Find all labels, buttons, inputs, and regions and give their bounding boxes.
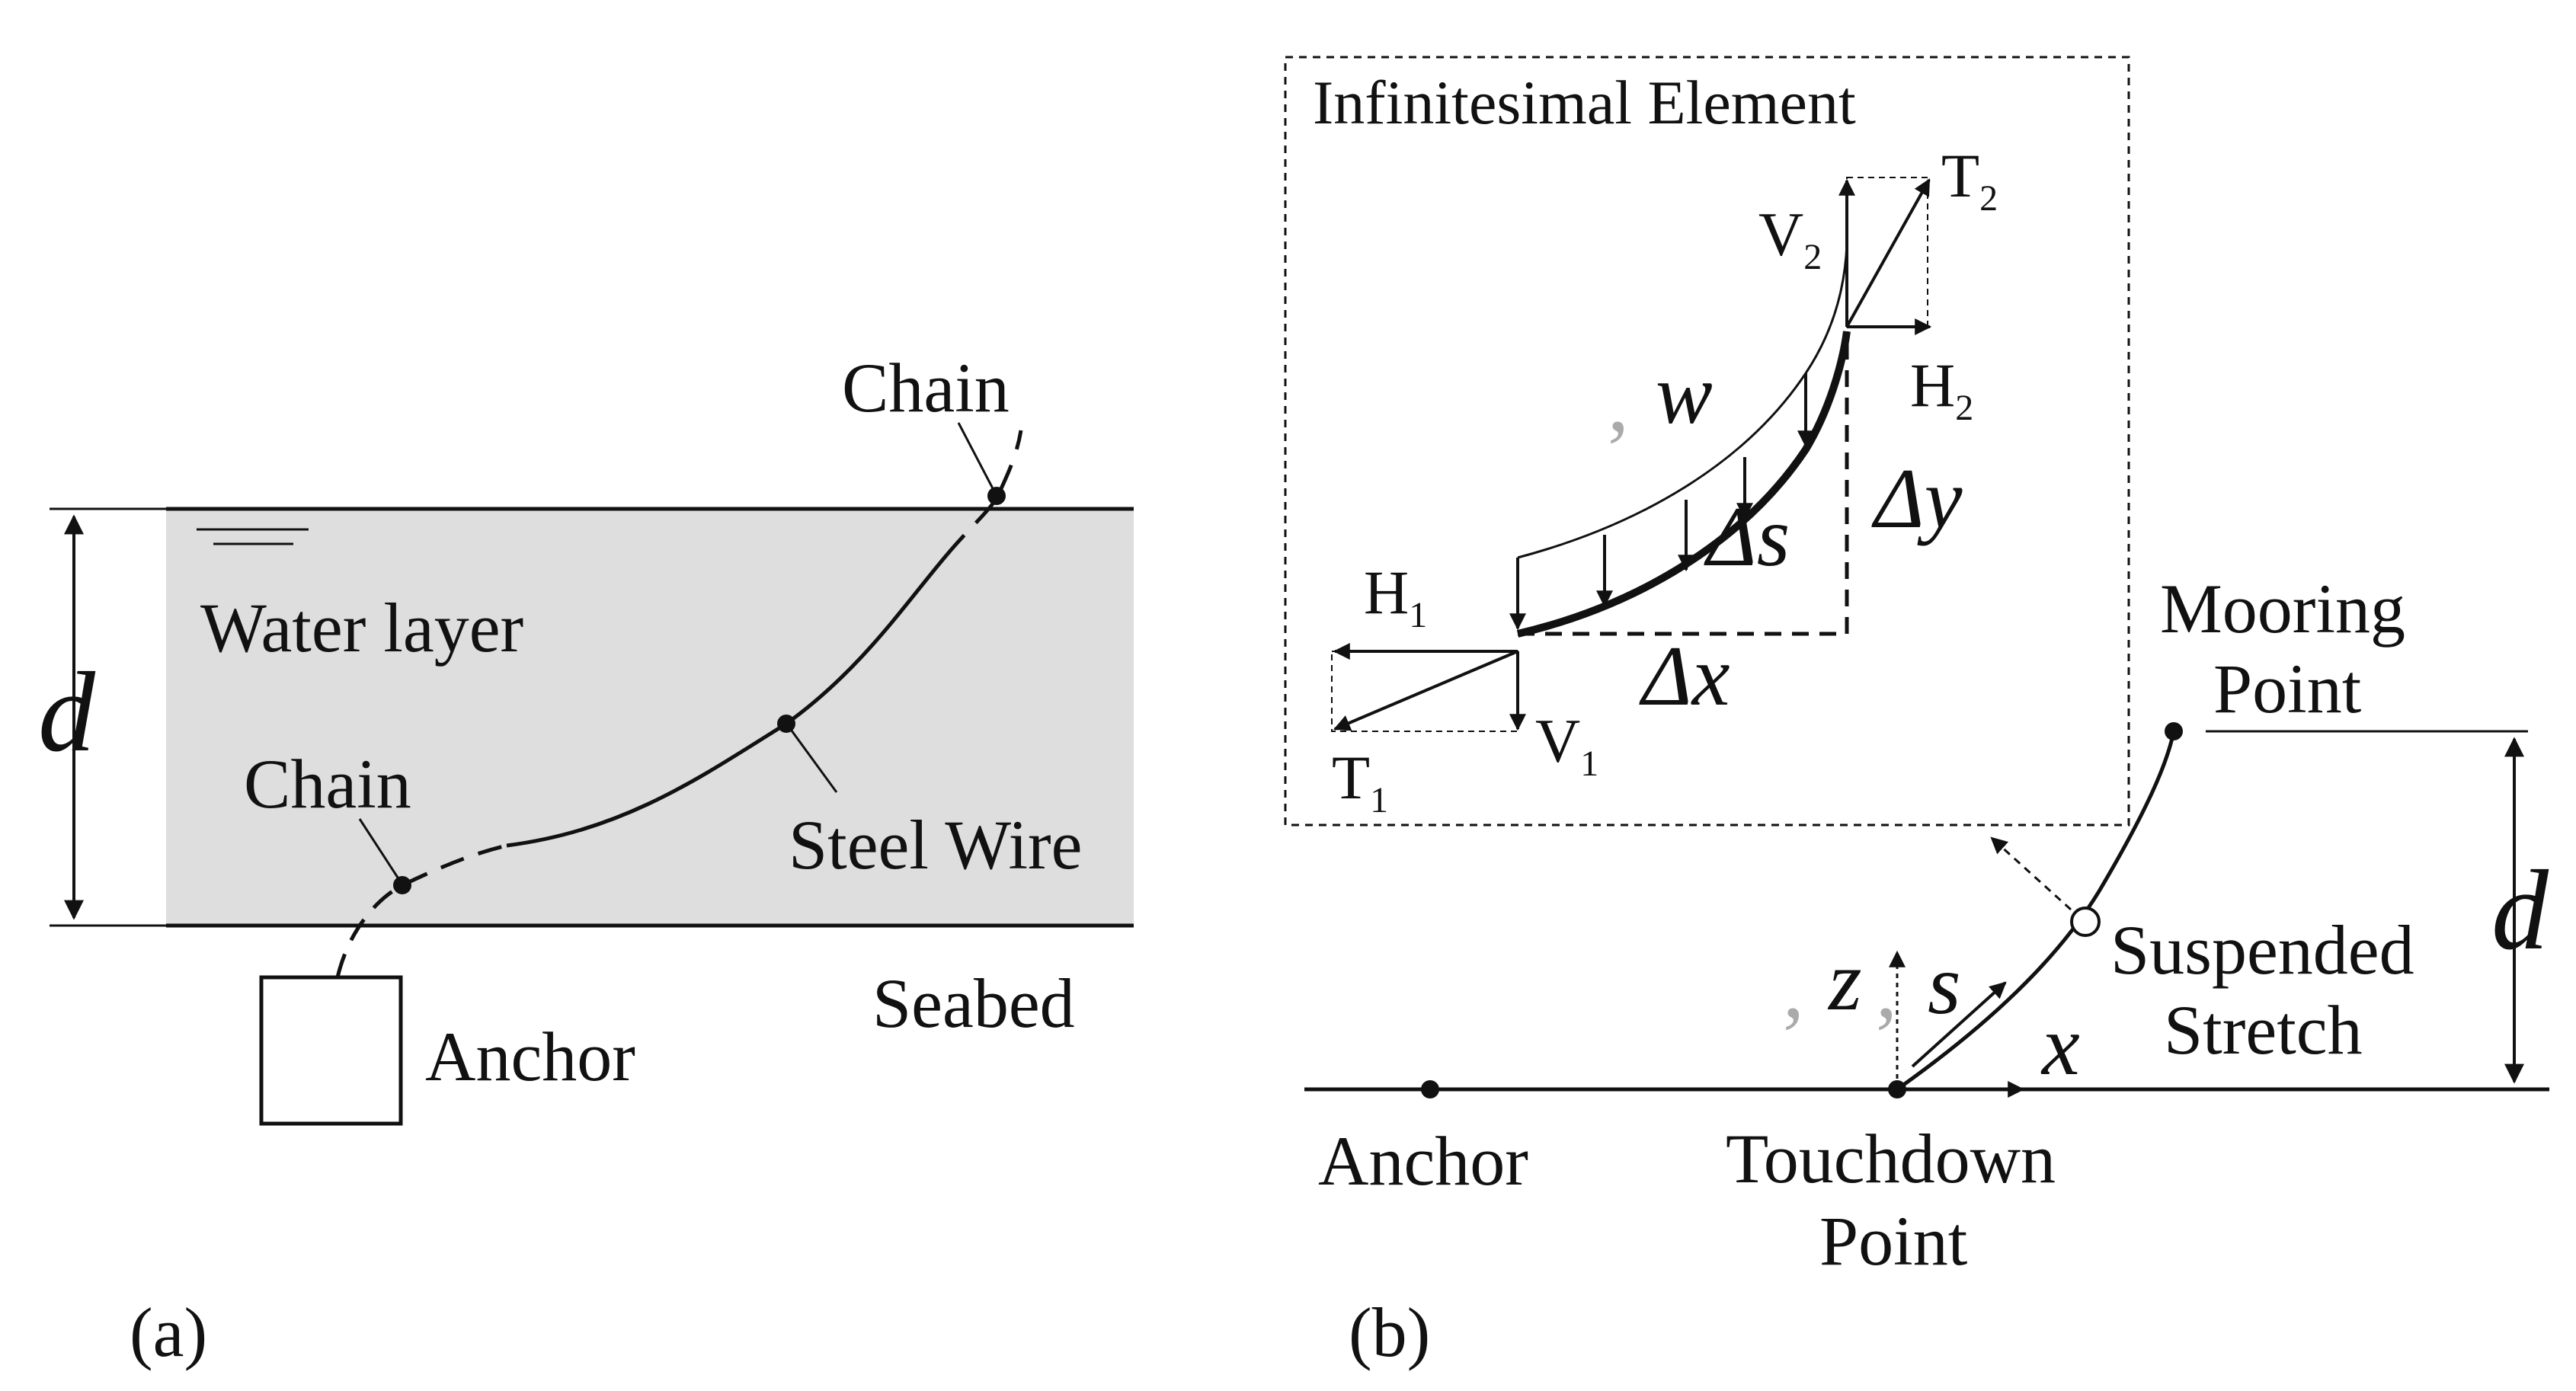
- suspended-label-line2: Stretch: [2164, 991, 2363, 1069]
- mooring-label-line2: Point: [2213, 650, 2362, 727]
- coord-comma-2: ,: [1876, 942, 1897, 1036]
- h2-label: H2: [1910, 350, 1973, 428]
- load-envelope-curve: [1517, 243, 1848, 559]
- suspended-label-line1: Suspended: [2110, 911, 2414, 989]
- water-layer-region: [166, 509, 1134, 926]
- mooring-point: [2165, 722, 2183, 740]
- suspended-stretch-curve: [1896, 731, 2176, 1092]
- t2-label: T2: [1941, 141, 1998, 219]
- t1-arrow: [1333, 650, 1518, 731]
- chain-top-leader: [957, 422, 996, 492]
- anchor-point-b: [1421, 1080, 1439, 1098]
- anchor-label-a: Anchor: [425, 1018, 635, 1095]
- touchdown-label-line1: Touchdown: [1726, 1120, 2056, 1198]
- inset-title: Infinitesimal Element: [1313, 68, 1856, 137]
- chain-bottom-leader: [358, 818, 401, 881]
- s-label: s: [1928, 938, 1961, 1032]
- t1-label: T1: [1332, 743, 1388, 820]
- chain-wire-junction-lower: [393, 876, 411, 894]
- ds-label: Δs: [1704, 490, 1790, 584]
- chain-bottom-label: Chain: [244, 745, 411, 823]
- dx-label: Δx: [1639, 629, 1730, 724]
- chain-wire-junction-upper: [987, 487, 1006, 505]
- depth-label-b: d: [2491, 847, 2549, 974]
- depth-label-a: d: [38, 649, 96, 775]
- element-marker: [2070, 907, 2101, 937]
- steel-wire-leader: [788, 727, 838, 793]
- mooring-label-line1: Mooring: [2160, 570, 2405, 648]
- panel-a-caption: (a): [130, 1293, 207, 1371]
- w-label: w: [1656, 347, 1713, 442]
- v2-label: V2: [1758, 200, 1822, 277]
- t2-arrow: [1845, 178, 1931, 328]
- v1-label: V1: [1535, 706, 1598, 784]
- panel-b-caption: (b): [1349, 1293, 1430, 1371]
- inset-pointer: [1990, 836, 2072, 911]
- x-label: x: [2040, 999, 2080, 1093]
- seabed-label: Seabed: [872, 964, 1075, 1042]
- anchor-block: [259, 975, 403, 1126]
- h1-label: H1: [1364, 558, 1427, 635]
- steel-wire-point: [777, 715, 795, 733]
- chain-top-label: Chain: [842, 349, 1010, 427]
- dy-label: Δy: [1871, 452, 1963, 546]
- anchor-label-b: Anchor: [1318, 1122, 1528, 1200]
- panel-a: d Anchor Chain Water layer Chain Steel W…: [38, 349, 1134, 1371]
- w-comma: ,: [1608, 355, 1629, 449]
- s-axis: [1911, 981, 2007, 1068]
- panel-b: Infinitesimal Element T2 V2 H2 H1 V1 T1: [1284, 56, 2549, 1371]
- steel-wire-label: Steel Wire: [789, 806, 1082, 884]
- z-label: z: [1827, 934, 1862, 1028]
- lower-chain-line: [335, 843, 507, 978]
- coord-comma-1: ,: [1783, 942, 1804, 1036]
- touchdown-label-line2: Point: [1819, 1202, 1968, 1280]
- infinitesimal-element-box: [1284, 56, 2130, 827]
- water-layer-label: Water layer: [200, 589, 523, 667]
